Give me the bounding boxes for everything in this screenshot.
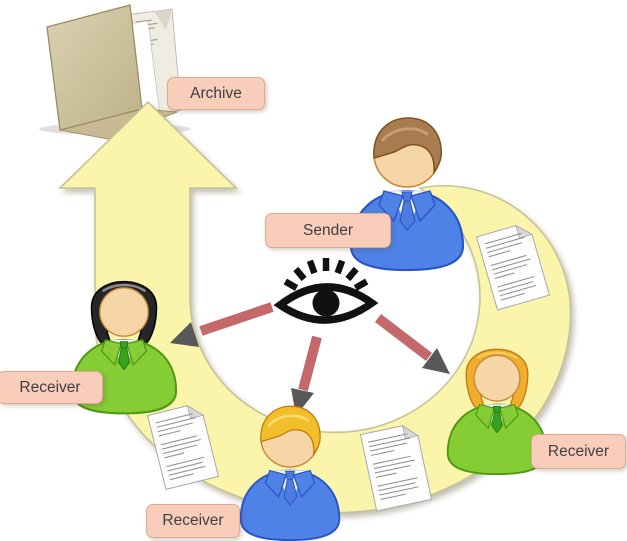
documents-layer <box>147 224 551 512</box>
eye-icon <box>273 258 379 324</box>
watch-arrow-left <box>170 302 274 347</box>
receiver-bottom-label: Receiver <box>146 504 240 538</box>
watch-arrow-middle <box>291 335 322 416</box>
person-sender <box>349 117 465 272</box>
receiver-left-label: Receiver <box>0 371 103 404</box>
watch-arrow-right <box>374 314 450 374</box>
document-icon-bottom-left <box>147 404 219 491</box>
document-icon-bottom-right <box>359 424 433 512</box>
archive-label: Archive <box>167 77 265 110</box>
sender-label: Sender <box>265 213 391 248</box>
receiver-right-label: Receiver <box>531 434 626 469</box>
archive-folder-icon <box>39 4 191 140</box>
person-receiver-bottom <box>239 405 341 541</box>
document-icon-right <box>475 224 551 311</box>
people-layer <box>70 117 548 541</box>
person-receiver-right <box>446 348 548 476</box>
